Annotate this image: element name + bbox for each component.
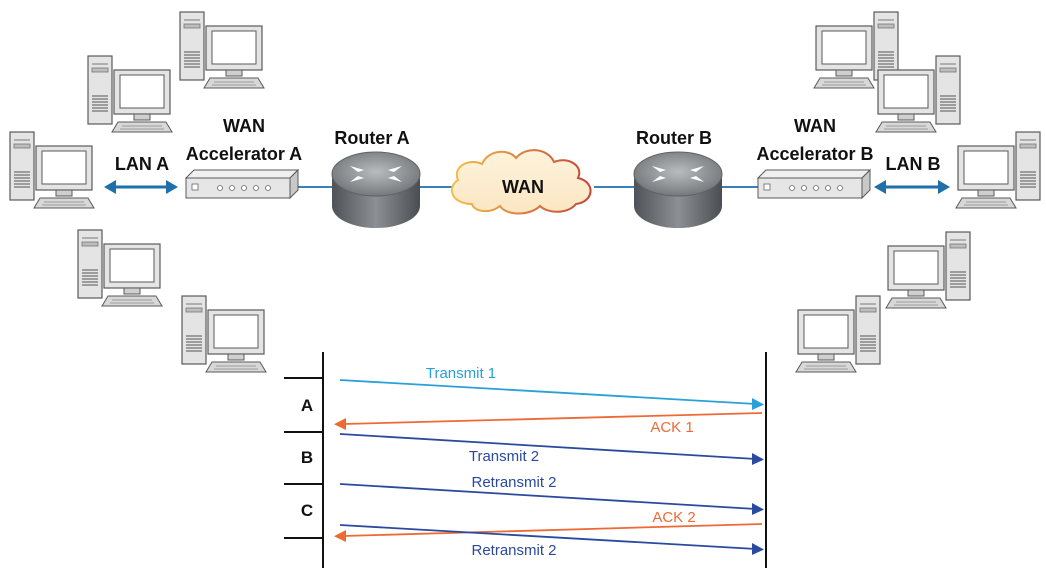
cloud-icon <box>450 149 592 215</box>
desktop-computer-icon <box>87 55 173 133</box>
desktop-computer-icon <box>9 131 95 209</box>
message-transmit-1 <box>339 379 764 410</box>
message-label-transmit-2: Transmit 2 <box>469 448 539 465</box>
message-label-ack-2: ACK 2 <box>652 509 695 526</box>
wan-accelerator-icon <box>757 169 871 199</box>
message-transmit-2 <box>339 433 764 465</box>
router-icon <box>633 151 723 229</box>
sequence-diagram: A B C Transmit 1 ACK 1 Transm <box>284 352 767 568</box>
message-label-ack-1: ACK 1 <box>650 419 693 436</box>
router-b-label: Router B <box>636 128 712 148</box>
message-ack-2 <box>334 523 763 542</box>
lan-b-label: LAN B <box>886 154 941 174</box>
lan-b-arrow <box>874 180 950 194</box>
message-label-retransmit-2a: Retransmit 2 <box>471 474 556 491</box>
wan-accelerator-a-label-line1: WAN <box>223 116 265 136</box>
desktop-computer-icon <box>179 11 265 89</box>
desktop-computer-icon <box>885 231 971 309</box>
desktop-computer-icon <box>955 131 1041 209</box>
wan-label: WAN <box>502 177 544 197</box>
wan-accelerator-icon <box>185 169 299 199</box>
message-label-transmit-1: Transmit 1 <box>426 365 496 382</box>
desktop-computer-icon <box>181 295 267 373</box>
message-retransmit-2a <box>339 483 764 515</box>
wan-accelerator-b-label-line1: WAN <box>794 116 836 136</box>
message-label-retransmit-2b: Retransmit 2 <box>471 542 556 559</box>
message-retransmit-2b <box>339 524 764 555</box>
wan-accelerator-a-label-line2: Accelerator A <box>186 144 302 164</box>
interval-label-c: C <box>301 501 313 520</box>
desktop-computer-icon <box>77 229 163 307</box>
lan-a-label: LAN A <box>115 154 169 174</box>
router-icon <box>331 151 421 229</box>
interval-label-b: B <box>301 448 313 467</box>
lan-a-arrow <box>104 180 178 194</box>
interval-label-a: A <box>301 396 313 415</box>
router-a-label: Router A <box>334 128 409 148</box>
desktop-computer-icon <box>795 295 881 373</box>
message-ack-1 <box>334 412 763 430</box>
wan-accelerator-b-label-line2: Accelerator B <box>756 144 873 164</box>
